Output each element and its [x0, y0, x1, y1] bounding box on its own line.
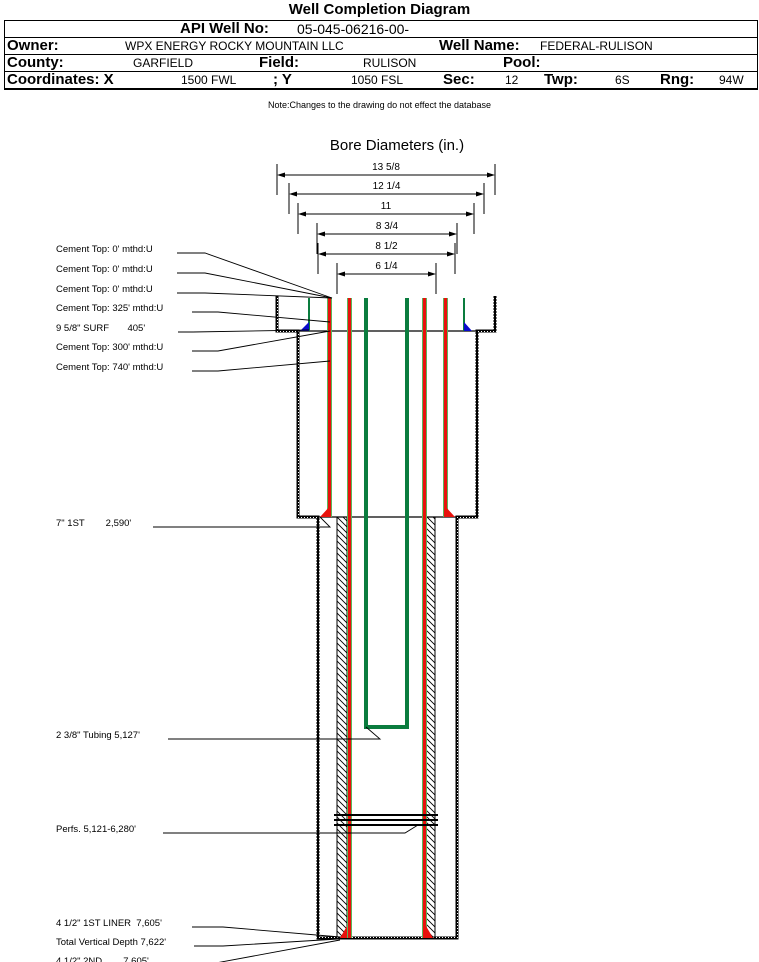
bore-diameter-label: 13 5/8	[372, 162, 400, 173]
bore-diameter-label: 8 3/4	[376, 221, 399, 232]
field-label: Field:	[259, 54, 299, 71]
twp-label: Twp:	[544, 71, 578, 88]
annotation: 4 1/2" 2ND 7,605'	[56, 939, 341, 962]
api-value: 05-045-06216-00-	[297, 21, 410, 37]
bore-diameters-title: Bore Diameters (in.)	[330, 137, 464, 154]
sec-value: 12	[505, 73, 519, 87]
bore-dimension: 11	[297, 201, 475, 234]
annotation-labels: Cement Top: 0' mthd:U Cement Top: 0' mthd…	[56, 244, 419, 962]
surface-cement-left	[300, 322, 309, 331]
owner-value: WPX ENERGY ROCKY MOUNTAIN LLC	[125, 39, 344, 53]
field-value: RULISON	[363, 56, 417, 70]
surface-hole-outline	[275, 296, 497, 940]
bore-dimension: 13 5/8	[276, 162, 496, 195]
annotation: Perfs. 5,121-6,280'	[56, 824, 419, 835]
leader-line	[192, 926, 341, 938]
leader-line	[168, 726, 382, 740]
coordinates-y-value: 1050 FSL	[351, 73, 404, 87]
twp-value: 6S	[615, 73, 630, 87]
annotation-text: Total Vertical Depth 7,622'	[56, 937, 166, 948]
annotation-text: Cement Top: 0' mthd:U	[56, 264, 153, 275]
annotation-text: 4 1/2" 2ND 7,605'	[56, 956, 149, 962]
annotation: Cement Top: 325' mthd:U	[56, 303, 331, 323]
rng-label: Rng:	[660, 71, 695, 88]
bore-diameter-label: 8 1/2	[375, 241, 398, 252]
bore-diameter-label: 6 1/4	[375, 261, 398, 272]
annotation-text: 9 5/8" SURF 405'	[56, 323, 145, 334]
perforations	[334, 814, 438, 826]
annotation-text: 4 1/2" 1ST LINER 7,605'	[56, 918, 162, 929]
bore-dimension: 8 1/2	[317, 241, 456, 274]
header-row-api: API Well No: 05-045-06216-00-	[5, 21, 757, 38]
leader-line	[192, 360, 331, 372]
bore-dimension: 6 1/4	[336, 261, 437, 294]
leader-line	[163, 824, 419, 834]
well-name-label: Well Name:	[439, 37, 520, 54]
annotation: Total Vertical Depth 7,622'	[56, 937, 339, 948]
leader-line	[192, 311, 331, 323]
annotation-text: Cement Top: 0' mthd:U	[56, 284, 153, 295]
annotation: Cement Top: 0' mthd:U	[56, 244, 333, 299]
header-row-owner: Owner: WPX ENERGY ROCKY MOUNTAIN LLC Wel…	[5, 38, 757, 55]
rng-value: 94W	[719, 73, 744, 87]
bore-diameter-dimensions: 13 5/8 12 1/4 11 8 3/4 8 1/2 6 1/4	[276, 162, 496, 294]
bore-diameter-label: 12 1/4	[373, 181, 401, 192]
liner-cement-left	[336, 516, 348, 938]
leader-line	[178, 329, 310, 333]
leader-line	[153, 516, 332, 528]
leader-line	[177, 272, 333, 299]
annotation-text: Cement Top: 300' mthd:U	[56, 342, 163, 353]
sec-label: Sec:	[443, 71, 475, 88]
annotation-text: 2 3/8" Tubing 5,127'	[56, 730, 140, 741]
annotation-text: Cement Top: 740' mthd:U	[56, 362, 163, 373]
annotation-text: 7" 1ST 2,590'	[56, 518, 131, 529]
annotation: 7" 1ST 2,590'	[56, 516, 332, 529]
bore-dimension: 12 1/4	[288, 181, 485, 214]
annotation: 2 3/8" Tubing 5,127'	[56, 726, 382, 741]
annotation: Cement Top: 300' mthd:U	[56, 330, 331, 353]
annotation: Cement Top: 0' mthd:U	[56, 284, 333, 299]
pool-label: Pool:	[503, 54, 541, 71]
coordinates-x-value: 1500 FWL	[181, 73, 237, 87]
header-row-coordinates: Coordinates: X 1500 FWL ; Y 1050 FSL Sec…	[5, 72, 757, 88]
leader-line	[194, 938, 339, 947]
well-name-value: FEDERAL-RULISON	[540, 39, 653, 53]
bore-outlines	[275, 296, 497, 940]
annotation-text: Cement Top: 325' mthd:U	[56, 303, 163, 314]
annotation: Cement Top: 0' mthd:U	[56, 264, 333, 299]
annotation: 4 1/2" 1ST LINER 7,605'	[56, 918, 341, 938]
coordinates-y-label: ; Y	[273, 71, 292, 88]
well-header-table: API Well No: 05-045-06216-00- Owner: WPX…	[4, 20, 758, 90]
page-title: Well Completion Diagram	[288, 1, 471, 18]
api-label: API Well No:	[180, 20, 269, 37]
annotation-text: Cement Top: 0' mthd:U	[56, 244, 153, 255]
coordinates-x-label: Coordinates: X	[7, 71, 114, 88]
disclaimer-note: Note:Changes to the drawing do not effec…	[268, 100, 491, 110]
intermediate-casing	[320, 298, 455, 517]
bore-dimension: 8 3/4	[316, 221, 458, 254]
header-row-county: County: GARFIELD Field: RULISON Pool:	[5, 55, 757, 72]
leader-line	[192, 330, 331, 352]
county-label: County:	[7, 54, 64, 71]
owner-label: Owner:	[7, 37, 59, 54]
surface-cement-right	[464, 322, 472, 331]
annotation: 9 5/8" SURF 405'	[56, 323, 310, 334]
leader-line	[177, 252, 333, 299]
bore-diameter-label: 11	[381, 201, 392, 212]
leader-line	[177, 292, 333, 299]
leader-line	[218, 939, 341, 962]
annotation-text: Perfs. 5,121-6,280'	[56, 824, 136, 835]
annotation: Cement Top: 740' mthd:U	[56, 360, 331, 373]
county-value: GARFIELD	[133, 56, 194, 70]
production-liner	[340, 298, 433, 938]
tubing	[364, 298, 409, 729]
